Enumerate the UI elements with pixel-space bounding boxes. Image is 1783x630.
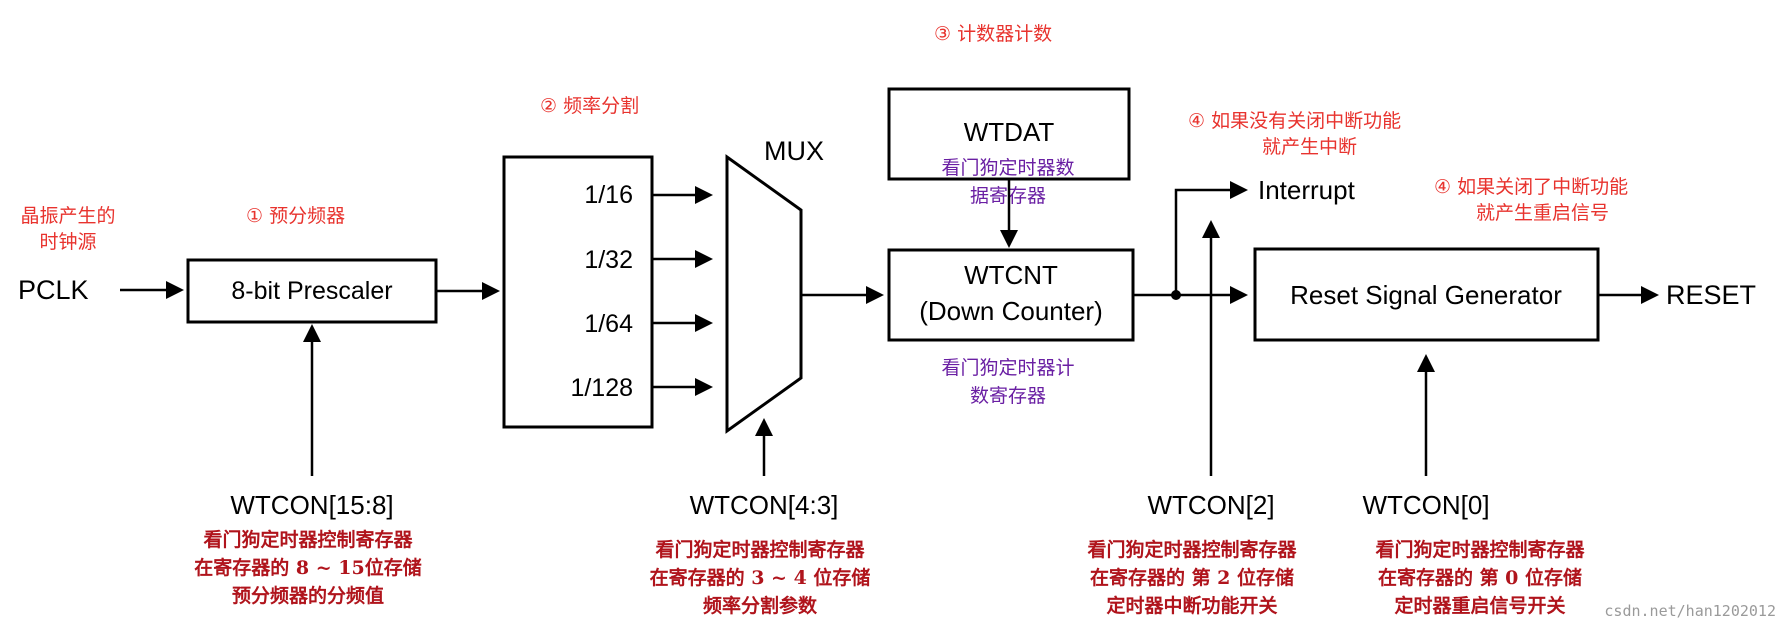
wtdat-note-line1: 看门狗定时器数 [941, 157, 1074, 179]
reset-control-arrow-head [1417, 354, 1435, 372]
prescaler-note-line1: 看门狗定时器控制寄存器 [202, 528, 413, 551]
pclk-arrow-head [166, 281, 184, 299]
prescaler-note-line2: 在寄存器的 8 ~ 15位存储 [194, 556, 421, 579]
divider-step-label: ② 频率分割 [540, 95, 639, 117]
ratio-1-64-arrow-head [695, 314, 713, 332]
reset-control-label: WTCON[0] [1362, 490, 1489, 520]
interrupt-control-label: WTCON[2] [1147, 490, 1274, 520]
reset-step-label-line2: 就产生重启信号 [1476, 202, 1609, 224]
mux-label: MUX [764, 136, 824, 166]
prescaler-control-arrow-head [303, 324, 321, 342]
ratio-1-64: 1/64 [584, 310, 633, 338]
mux-note-line3: 频率分割参数 [703, 594, 818, 617]
ratio-1-128-arrow-head [695, 378, 713, 396]
counter-out-arrow-head [1230, 286, 1248, 304]
reset-note-line1: 看门狗定时器控制寄存器 [1374, 538, 1585, 561]
wtcnt-note-line1: 看门狗定时器计 [941, 357, 1074, 379]
pclk-label: PCLK [18, 275, 89, 305]
clock-source-label-line1: 晶振产生的 [20, 205, 115, 227]
ratio-1-128: 1/128 [570, 374, 633, 402]
mux-trapezoid [725, 154, 803, 434]
wtcnt-title: WTCNT [964, 260, 1058, 290]
reset-out-arrow-head [1641, 286, 1659, 304]
reset-output-label: RESET [1666, 280, 1756, 310]
interrupt-note-line3: 定时器中断功能开关 [1106, 594, 1277, 617]
ratio-1-16: 1/16 [584, 181, 633, 209]
mux-note-line1: 看门狗定时器控制寄存器 [654, 538, 865, 561]
prescaler-box-label: 8-bit Prescaler [231, 277, 392, 305]
mux-note-line2: 在寄存器的 3 ~ 4 位存储 [650, 566, 871, 589]
reset-generator-label: Reset Signal Generator [1290, 280, 1562, 310]
ratio-1-32-arrow-head [695, 250, 713, 268]
watermark: csdn.net/han1202012 [1604, 602, 1776, 620]
mux-control-label: WTCON[4:3] [690, 490, 839, 520]
mux-out-arrow-head [866, 286, 884, 304]
interrupt-arrow-head [1230, 181, 1248, 199]
reset-note-line3: 定时器重启信号开关 [1394, 594, 1565, 617]
interrupt-branch-line [1174, 188, 1232, 295]
interrupt-label: Interrupt [1258, 175, 1356, 205]
counter-step-label: ③ 计数器计数 [934, 23, 1052, 45]
ratio-1-16-arrow-head [695, 186, 713, 204]
interrupt-control-arrow-head [1202, 220, 1220, 238]
interrupt-note-line2: 在寄存器的 第 2 位存储 [1090, 566, 1294, 589]
reset-note-line2: 在寄存器的 第 0 位存储 [1378, 566, 1582, 589]
reset-step-label-line1: ④ 如果关闭了中断功能 [1434, 176, 1628, 198]
prescaler-out-arrow-head [482, 282, 500, 300]
reset-generator-box [1253, 247, 1600, 342]
prescaler-note-line3: 预分频器的分频值 [232, 584, 384, 607]
prescaler-step-label: ① 预分频器 [246, 205, 345, 227]
wtdat-title: WTDAT [964, 117, 1055, 147]
interrupt-note-line1: 看门狗定时器控制寄存器 [1086, 538, 1297, 561]
wtcnt-box [887, 248, 1135, 342]
wtcnt-subtitle: (Down Counter) [919, 296, 1103, 326]
mux-control-arrow-head [755, 418, 773, 436]
interrupt-step-label-line1: ④ 如果没有关闭中断功能 [1188, 110, 1401, 132]
wtcnt-note-line2: 数寄存器 [970, 385, 1046, 407]
wtdat-arrow-head [1000, 230, 1018, 248]
interrupt-step-label-line2: 就产生中断 [1262, 136, 1357, 158]
clock-source-label-line2: 时钟源 [39, 231, 96, 253]
prescaler-control-label: WTCON[15:8] [230, 490, 393, 520]
divider-box [502, 155, 654, 429]
ratio-1-32: 1/32 [584, 246, 633, 274]
